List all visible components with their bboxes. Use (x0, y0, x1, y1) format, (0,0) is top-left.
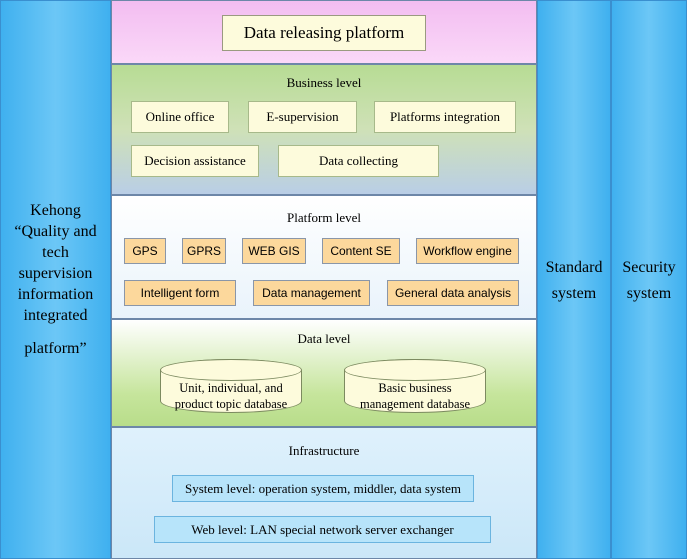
data-level-title: Data level (297, 331, 351, 346)
cylinder-top (344, 359, 486, 381)
platform-title: Platform level (286, 210, 361, 225)
platforms-integration-box: Platforms integration (374, 101, 516, 133)
data-management-box: Data management (253, 280, 370, 306)
left-pillar: Kehong “Quality and tech supervision inf… (0, 0, 111, 559)
online-office-box: Online office (131, 101, 229, 133)
general-data-analysis-box: General data analysis (387, 280, 519, 306)
security-system-label: Security system (622, 259, 676, 302)
data-collecting-box: Data collecting (278, 145, 439, 177)
standard-system-pillar: Standard system (537, 0, 611, 559)
left-pillar-label: Kehong “Quality and tech supervision inf… (14, 202, 97, 357)
security-system-pillar: Security system (611, 0, 687, 559)
workflow-engine-box: Workflow engine (416, 238, 519, 264)
topic-database-cylinder: Unit, individual, and product topic data… (160, 359, 302, 413)
platform-band: Platform level GPS GPRS WEB GIS Content … (111, 195, 537, 319)
release-band: Data releasing platform (111, 0, 537, 64)
web-gis-box: WEB GIS (242, 238, 306, 264)
cylinder-top (160, 359, 302, 381)
business-database-cylinder: Basic business management database (344, 359, 486, 413)
standard-system-label: Standard system (545, 259, 603, 302)
intelligent-form-box: Intelligent form (124, 280, 236, 306)
decision-assistance-box: Decision assistance (131, 145, 259, 177)
business-title: Business level (286, 75, 362, 90)
data-band: Data level Unit, individual, and product… (111, 319, 537, 427)
infrastructure-title: Infrastructure (288, 443, 360, 458)
gps-box: GPS (124, 238, 166, 264)
system-level-box: System level: operation system, middler,… (172, 475, 474, 502)
business-band: Business level Online office E-supervisi… (111, 64, 537, 195)
release-platform-box: Data releasing platform (222, 15, 426, 51)
web-level-box: Web level: LAN special network server ex… (154, 516, 491, 543)
e-supervision-box: E-supervision (248, 101, 357, 133)
content-se-box: Content SE (322, 238, 400, 264)
gprs-box: GPRS (182, 238, 226, 264)
infrastructure-band: Infrastructure System level: operation s… (111, 427, 537, 559)
